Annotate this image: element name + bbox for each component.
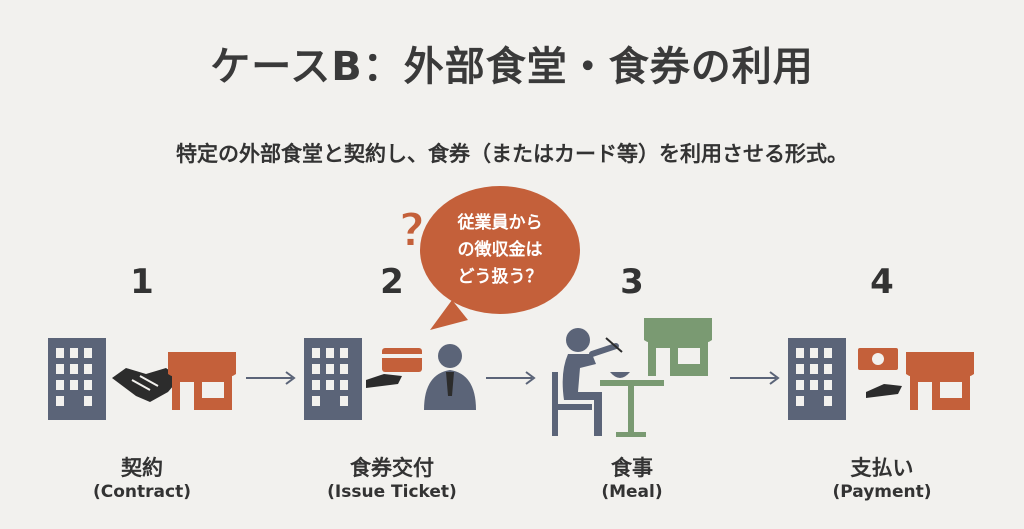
callout-tail — [430, 300, 468, 330]
step-label-3: 食事 — [611, 456, 653, 480]
callout-line-1: 従業員から — [457, 213, 543, 233]
callout-text: 従業員から の徴収金は どう扱う？ — [432, 210, 568, 291]
employee-icon — [424, 344, 476, 410]
hand-card-icon — [366, 348, 422, 388]
step-label-en-2: (Issue Ticket) — [327, 482, 457, 502]
diner-icon — [552, 328, 623, 436]
store-icon — [906, 352, 974, 410]
store-icon — [168, 352, 236, 410]
step-label-en-1: (Contract) — [93, 482, 191, 502]
step-number-2: 2 — [380, 262, 404, 302]
callout-line-2: の徴収金は — [457, 240, 543, 260]
step-number-1: 1 — [130, 262, 154, 302]
handshake-icon — [112, 368, 180, 402]
arrow-3-4 — [730, 371, 780, 385]
step-label-2: 食券交付 — [350, 456, 434, 480]
page-subtitle: 特定の外部食堂と契約し、食券（またはカード等）を利用させる形式。 — [176, 142, 848, 166]
callout-line-3: どう扱う？ — [457, 267, 543, 287]
step-number-4: 4 — [870, 262, 894, 302]
page-title: ケースB：外部食堂・食券の利用 — [210, 44, 814, 90]
step-label-4: 支払い — [850, 456, 914, 480]
arrow-1-2 — [246, 371, 296, 385]
arrow-2-3 — [486, 371, 536, 385]
callout-ellipse — [420, 186, 580, 314]
step-label-en-4: (Payment) — [832, 482, 932, 502]
step-number-3: 3 — [620, 262, 644, 302]
step-label-en-3: (Meal) — [601, 482, 663, 502]
hand-money-icon — [858, 348, 902, 398]
store-icon — [644, 318, 712, 376]
callout-bubble: ? — [398, 186, 580, 330]
building-icon — [304, 338, 362, 420]
building-icon — [48, 338, 106, 420]
building-icon — [788, 338, 846, 420]
table-bowl-icon — [600, 372, 664, 437]
step-label-1: 契約 — [121, 456, 163, 480]
question-mark-icon: ? — [399, 203, 426, 257]
